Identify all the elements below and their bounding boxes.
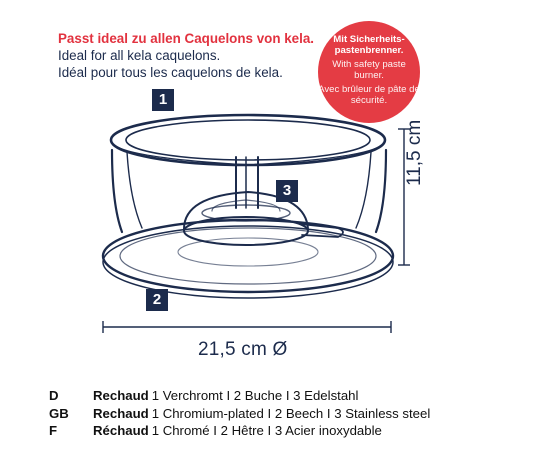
burner-dome <box>183 190 309 230</box>
legend-product: Rechaud <box>93 388 149 403</box>
legend-product: Réchaud <box>93 423 149 438</box>
stand-leg-right-inner <box>355 151 372 229</box>
badge-french: Avec brûleur de pâte de sécurité. <box>318 84 420 106</box>
callout-3: 3 <box>276 180 298 202</box>
intro-text: Passt ideal zu allen Caquelons von kela.… <box>58 30 314 81</box>
intro-english: Ideal for all kela caquelons. <box>58 48 221 63</box>
top-ring-front <box>110 139 386 166</box>
legend-parts: 1 Verchromt I 2 Buche I 3 Edelstahl <box>151 388 359 403</box>
height-dimension-label: 11,5 cm <box>404 116 426 186</box>
height-dimension-value: 11,5 cm <box>404 119 425 186</box>
intro-french: Idéal pour tous les caquelons de kela. <box>58 65 283 80</box>
badge-german: Mit Sicherheits-pastenbrenner. <box>333 34 405 56</box>
base-plate-inner <box>119 227 377 285</box>
intro-german: Passt ideal zu allen Caquelons von kela. <box>58 31 314 46</box>
stand-leg-left <box>110 148 124 234</box>
callout-2: 2 <box>146 289 168 311</box>
legend-parts: 1 Chromé I 2 Hêtre I 3 Acier inoxydable <box>151 423 382 438</box>
legend-product: Rechaud <box>93 405 149 421</box>
stand-leg-left-inner <box>126 151 143 229</box>
dimension-lines <box>102 128 410 333</box>
callout-1: 1 <box>152 89 174 111</box>
badge-english: With safety paste burner. <box>332 59 406 81</box>
burner-handle <box>299 223 344 238</box>
base-plate-rim <box>102 225 394 299</box>
base-plate-groove <box>177 237 319 267</box>
top-ring-outer <box>109 113 387 167</box>
stand-leg-right <box>374 148 388 234</box>
base-plate-outer <box>101 218 395 294</box>
legend-code: GB <box>49 405 69 421</box>
legend-code: F <box>49 423 58 438</box>
legend-code: D <box>49 388 59 403</box>
width-dimension-label: 21,5 cm Ø <box>198 339 288 360</box>
burner-lid <box>201 204 291 222</box>
top-ring-inner <box>125 119 371 161</box>
safety-burner-badge: Mit Sicherheits-pastenbrenner. With safe… <box>318 21 420 123</box>
burner-base <box>183 216 309 246</box>
legend-parts: 1 Chromium-plated I 2 Beech I 3 Stainles… <box>151 405 431 421</box>
